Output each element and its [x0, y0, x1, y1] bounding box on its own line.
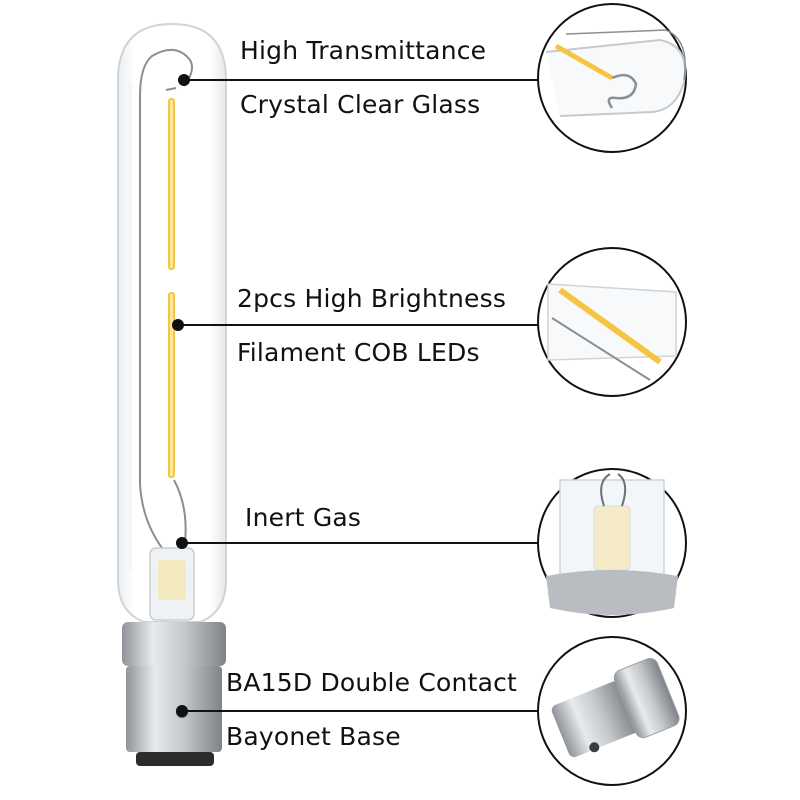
feature-2-line1: 2pcs High Brightness: [237, 284, 507, 313]
detail-bayonet-base: [537, 636, 687, 786]
filament-leds: [168, 98, 175, 478]
bayonet-base: [122, 622, 226, 766]
feature-4-line2: Bayonet Base: [226, 722, 401, 751]
feature-2-line2: Filament COB LEDs: [237, 338, 480, 367]
detail-glass-tip: [537, 3, 687, 153]
detail-filament: [537, 247, 687, 397]
feature-1-line2: Crystal Clear Glass: [240, 90, 481, 119]
glass-stem: [149, 547, 195, 621]
leader-lines: [172, 74, 546, 717]
feature-4-line1: BA15D Double Contact: [226, 668, 518, 697]
feature-1-line1: High Transmittance: [240, 36, 487, 65]
detail-inert-gas: [537, 468, 687, 618]
feature-3-line1: Inert Gas: [245, 503, 362, 532]
